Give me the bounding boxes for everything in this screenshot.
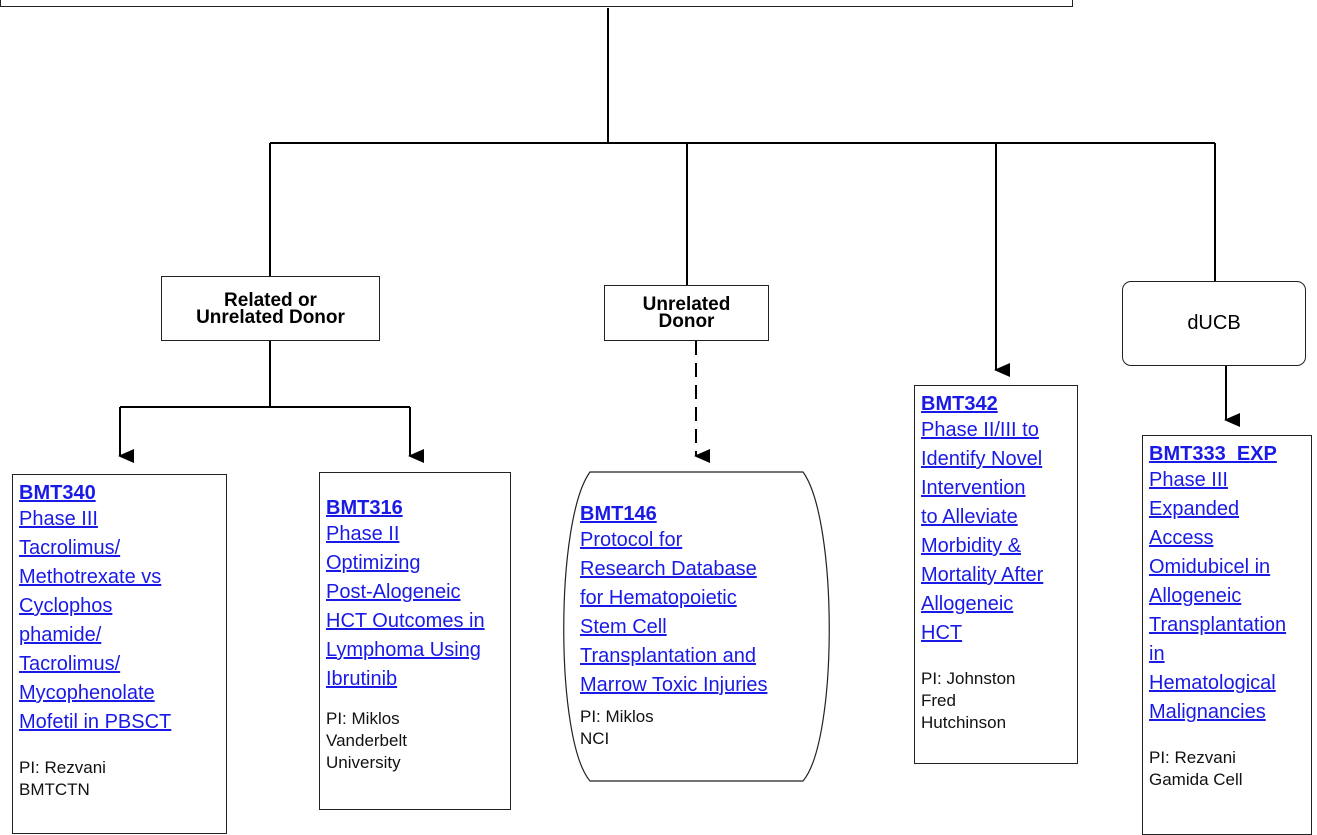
study-description-link[interactable]: Phase II/III to Identify Novel Intervent…: [921, 419, 1044, 644]
study-code-link[interactable]: BMT146: [580, 503, 657, 525]
study-pi-text: PI: Rezvani Gamida Cell: [1149, 748, 1243, 789]
study-description-link[interactable]: Phase II Optimizing Post-Alogeneic HCT O…: [326, 523, 485, 690]
related-or-unrelated-donor-label: Related or Unrelated Donor: [196, 289, 345, 328]
study-description-link[interactable]: Phase III Expanded Access Omidubicel in …: [1149, 469, 1287, 723]
unrelated-donor-label: Unrelated Donor: [642, 294, 731, 332]
header-box: [0, 0, 1073, 7]
ducb-box: [1122, 281, 1306, 366]
bmt146-scroll-shape: [563, 471, 830, 782]
study-code-link[interactable]: BMT333_EXP: [1149, 443, 1277, 465]
unrelated-donor-box: [604, 285, 769, 341]
ducb-label: dUCB: [1187, 312, 1241, 334]
study-pi-text: PI: Johnston Fred Hutchinson: [921, 669, 1016, 732]
empty-link-underline[interactable]: [19, 741, 221, 755]
study-code-link[interactable]: BMT316: [326, 497, 403, 519]
study-pi-text: PI: Miklos Vanderbelt University: [326, 709, 407, 772]
study-card-bmt146: BMT146 Protocol for Research Database fo…: [576, 496, 830, 787]
study-description-link[interactable]: Protocol for Research Database for Hemat…: [580, 529, 768, 696]
connector-lines: [118, 8, 1240, 782]
study-description-link[interactable]: Phase III Tacrolimus/ Methotrexate vs Cy…: [19, 508, 172, 733]
related-or-unrelated-donor-box: [161, 276, 380, 341]
study-code-link[interactable]: BMT342: [921, 393, 998, 415]
study-card-bmt333-exp: BMT333_EXP Phase III Expanded Access Omi…: [1142, 435, 1312, 835]
study-card-bmt340: BMT340 Phase III Tacrolimus/ Methotrexat…: [12, 474, 227, 834]
study-code-link[interactable]: BMT340: [19, 482, 96, 504]
study-pi-text: PI: Rezvani BMTCTN: [19, 758, 106, 799]
study-card-bmt316: BMT316 Phase II Optimizing Post-Alogenei…: [319, 472, 511, 810]
study-card-bmt342: BMT342 Phase II/III to Identify Novel In…: [914, 385, 1078, 764]
study-pi-text: PI: Miklos NCI: [580, 707, 654, 748]
